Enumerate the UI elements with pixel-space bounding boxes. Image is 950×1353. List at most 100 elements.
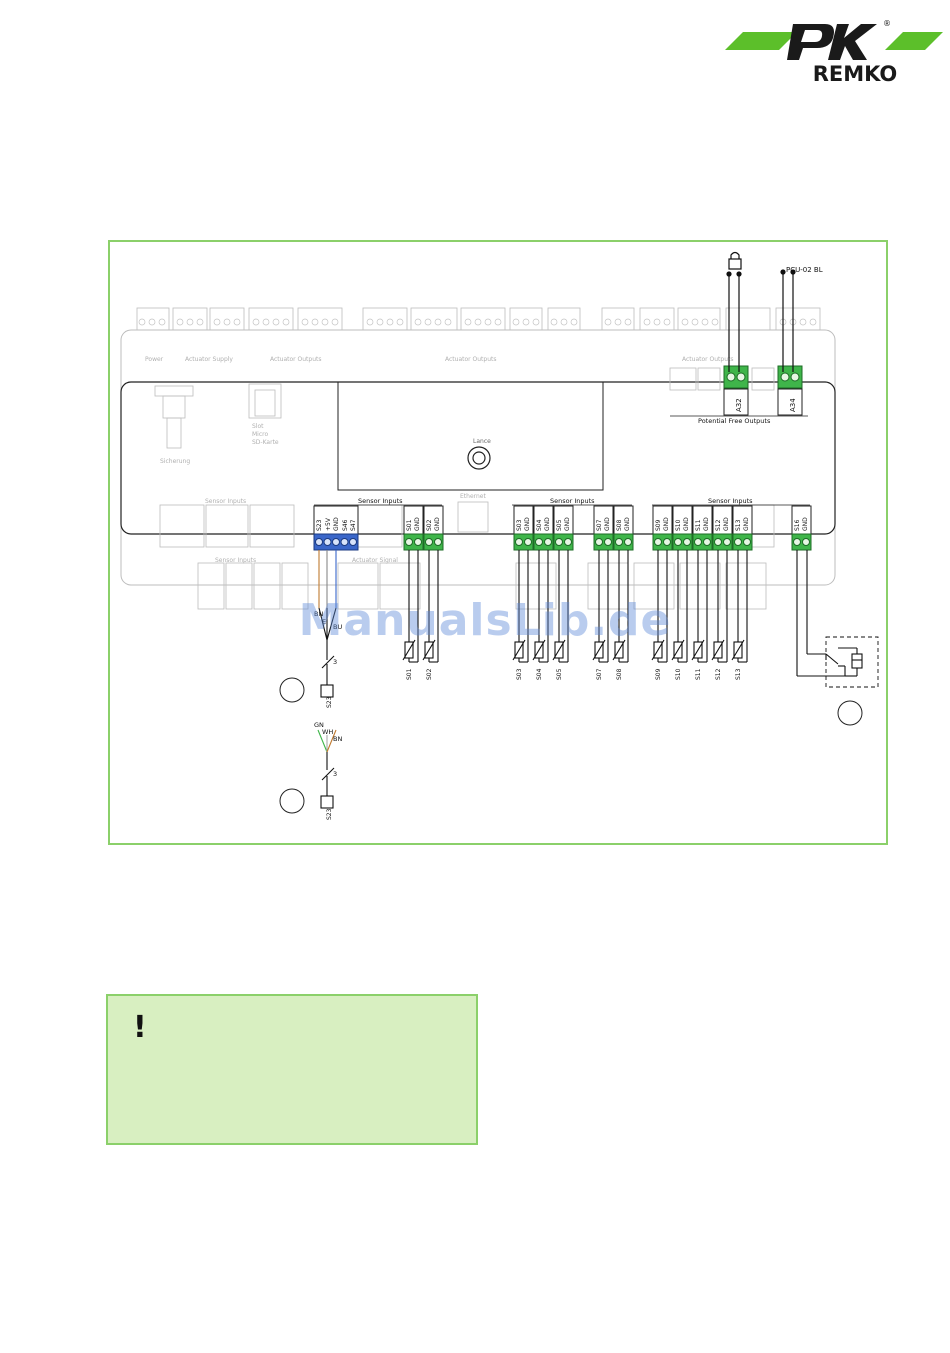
sensor-circuit: S01 — [402, 550, 419, 680]
callout-circle-3 — [837, 700, 863, 726]
sensor-circuit: S08 — [612, 550, 629, 680]
terminal-label: GND — [564, 517, 571, 531]
label-sd-karte: SD-Karte — [252, 439, 279, 446]
wire-label-s23a: S23 — [326, 696, 333, 708]
sensor-label: S08 — [616, 668, 623, 680]
label-sensor-inputs-d: Sensor Inputs — [215, 557, 256, 564]
callout-circles — [279, 677, 863, 814]
callout-circle-1 — [279, 677, 305, 703]
terminal-label: GND — [683, 517, 690, 531]
logo-stripe-right — [885, 32, 943, 50]
callout-circle-2 — [279, 788, 305, 814]
sensor-label: S04 — [536, 668, 543, 680]
sensor-circuit: S09 — [651, 550, 668, 680]
display-area — [337, 381, 604, 491]
terminal-block-s23: S23 +5V GND S46 S47 — [313, 505, 359, 551]
terminal-label: S09 — [655, 519, 662, 531]
logo-stripe-left — [725, 32, 797, 50]
lock-icon — [728, 251, 742, 270]
wire-label-3a: 3 — [333, 658, 337, 666]
label-5v: +5V — [325, 517, 332, 531]
terminal-label: GND — [434, 517, 441, 531]
wiring-diagram-frame — [108, 240, 888, 845]
sensor-circuit: S03 — [512, 550, 529, 680]
note-box — [106, 994, 478, 1145]
label-s47: S47 — [350, 519, 357, 531]
wire-label-bn: BN — [314, 610, 323, 618]
terminal-a34 — [777, 365, 803, 389]
sensor-circuit: S13 — [731, 550, 748, 680]
lance-knob — [467, 446, 491, 470]
sensor-label: S02 — [426, 668, 433, 680]
top-terminal-row — [136, 307, 821, 331]
terminal-label: GND — [663, 517, 670, 531]
terminal-label: GND — [703, 517, 710, 531]
terminal-label: GND — [624, 517, 631, 531]
exclamation-icon: ! — [133, 1010, 147, 1045]
terminal-label: S12 — [715, 519, 722, 531]
ethernet-port — [457, 501, 489, 533]
label-s46: S46 — [342, 519, 349, 531]
top-terminal-screws — [138, 318, 817, 326]
label-sensor-inputs-a: Sensor Inputs — [205, 498, 246, 505]
terminal-label: GND — [743, 517, 750, 531]
terminal-label: GND — [414, 517, 421, 531]
label-power: Power — [145, 356, 164, 363]
label-a34: A34 — [789, 398, 797, 412]
fuse-holder — [154, 385, 194, 449]
label-lance: Lance — [473, 438, 491, 445]
label-potential-free-outputs: Potential Free Outputs — [698, 417, 771, 425]
wire-label-bu: BU — [333, 623, 342, 631]
potential-free-outputs: A32 A34 Potential Free Outputs — [669, 365, 808, 425]
wire-label-s23b: S23 — [326, 808, 333, 820]
sd-slot — [248, 383, 282, 419]
sensor-label: S01 — [406, 668, 413, 680]
label-actuator-outputs-b: Actuator Outputs — [445, 356, 497, 363]
terminal-label: S16 — [794, 519, 801, 531]
wire-label-e: E — [322, 618, 326, 626]
s23-wiring-lower — [317, 729, 337, 809]
terminal-label: S03 — [516, 519, 523, 531]
sensor-circuit: S02 — [422, 550, 439, 680]
logo-text: REMKO — [812, 62, 898, 86]
terminal-label: GND — [802, 517, 809, 531]
remko-logo: ® — [725, 19, 943, 60]
wire-label-gn: GN — [314, 721, 324, 729]
label-slot: Slot — [252, 423, 264, 430]
label-actuator-supply: Actuator Supply — [185, 356, 233, 363]
terminal-label: S01 — [406, 519, 413, 531]
sensor-label: S03 — [516, 668, 523, 680]
terminal-a32 — [723, 365, 749, 389]
terminal-label: S04 — [536, 519, 543, 531]
terminal-label: S11 — [695, 519, 702, 531]
terminal-label: S08 — [616, 519, 623, 531]
label-a32: A32 — [735, 398, 743, 412]
label-actuator-signal: Actuator Signal — [352, 557, 398, 564]
terminal-label: S13 — [735, 519, 742, 531]
label-micro: Micro — [252, 431, 268, 438]
terminal-label: GND — [604, 517, 611, 531]
terminal-label: S10 — [675, 519, 682, 531]
terminal-label: GND — [544, 517, 551, 531]
wire-label-bn2: BN — [333, 735, 342, 743]
sensor-circuit: S07 — [592, 550, 609, 680]
terminal-label: GND — [524, 517, 531, 531]
wire-label-3b: 3 — [333, 770, 337, 778]
label-sensor-inputs-c: Sensor Inputs — [550, 497, 595, 505]
sensor-label: S11 — [695, 668, 702, 680]
s23-wiring-upper — [318, 550, 337, 698]
top-group-labels: Power Actuator Supply Actuator Outputs A… — [145, 356, 734, 363]
label-pcu: PCU-02 BL — [786, 266, 823, 274]
